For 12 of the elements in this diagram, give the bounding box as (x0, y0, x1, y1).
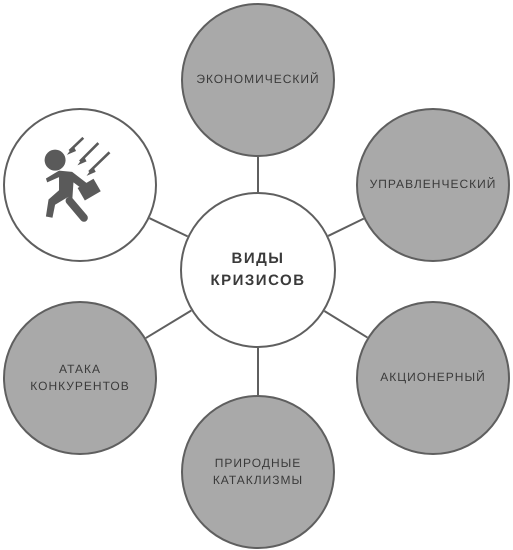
category-label: АТАКА КОНКУРЕНТОВ (29, 360, 131, 395)
connector-line (257, 348, 259, 395)
category-label: ПРИРОДНЫЕ КАТАКЛИЗМЫ (212, 454, 304, 489)
connector-line (257, 157, 259, 192)
category-label: УПРАВЛЕНЧЕСКИЙ (370, 176, 496, 194)
category-label: ЭКОНОМИЧЕСКИЙ (196, 71, 320, 88)
connector-line (145, 310, 192, 339)
category-label: АКЦИОНЕРНЫЙ (380, 369, 486, 386)
title-text: ВИДЫ КРИЗИСОВ (209, 249, 307, 291)
connector-line (149, 217, 188, 238)
connector-line (324, 310, 368, 338)
connector-line (328, 218, 364, 237)
